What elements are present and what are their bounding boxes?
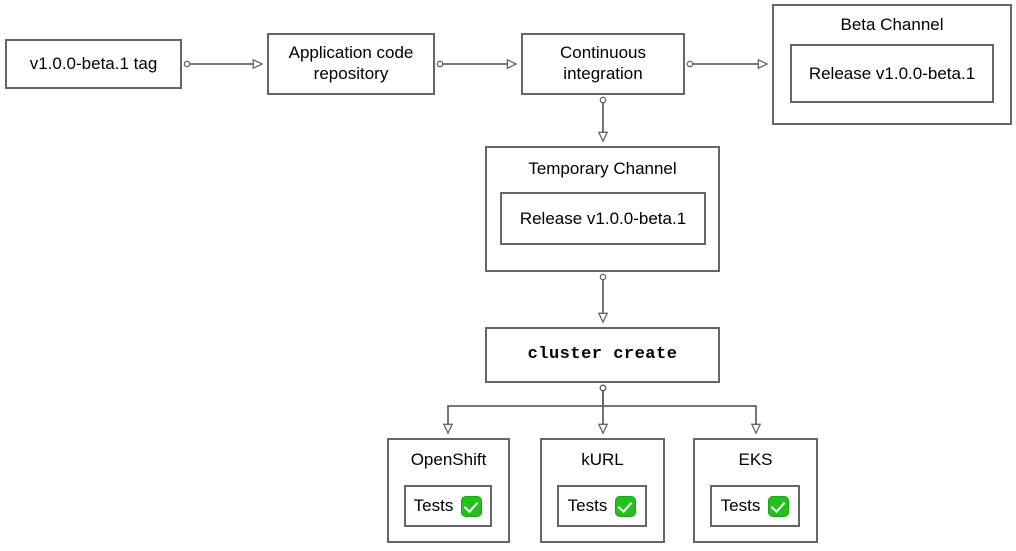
green-check-icon [768,495,790,517]
node-continuous-integration[interactable]: Continuous integration [521,33,685,95]
node-version-tag-label: v1.0.0-beta.1 tag [29,53,158,73]
node-cluster-create-label: cluster create [527,344,678,364]
green-check-icon [615,495,637,517]
node-kurl-title: kURL [581,450,624,469]
node-cluster-create[interactable]: cluster create [485,327,720,383]
node-beta-channel-title: Beta Channel [840,15,944,34]
temporary-channel-release-box[interactable]: Release v1.0.0-beta.1 [500,192,706,245]
node-version-tag[interactable]: v1.0.0-beta.1 tag [5,39,182,89]
eks-tests-box[interactable]: Tests [710,485,800,527]
green-check-icon [461,495,483,517]
node-continuous-integration-label: Continuous integration [559,43,646,83]
node-eks-title: EKS [738,450,773,469]
kurl-tests-label: Tests [567,496,608,515]
node-application-code-repository[interactable]: Application code repository [267,33,435,95]
openshift-tests-box[interactable]: Tests [404,485,492,527]
eks-tests-label: Tests [720,496,761,515]
node-temporary-channel-title: Temporary Channel [528,159,677,178]
edge-cluster-create-to-eks [603,388,756,433]
beta-channel-release-box[interactable]: Release v1.0.0-beta.1 [790,44,994,103]
kurl-tests-box[interactable]: Tests [557,485,647,527]
node-application-code-repository-label: Application code repository [288,43,414,83]
beta-channel-release-label: Release v1.0.0-beta.1 [808,63,976,83]
edge-cluster-create-to-openshift [448,388,603,433]
node-openshift-title: OpenShift [410,450,487,469]
openshift-tests-label: Tests [413,496,454,515]
temporary-channel-release-label: Release v1.0.0-beta.1 [519,208,687,228]
